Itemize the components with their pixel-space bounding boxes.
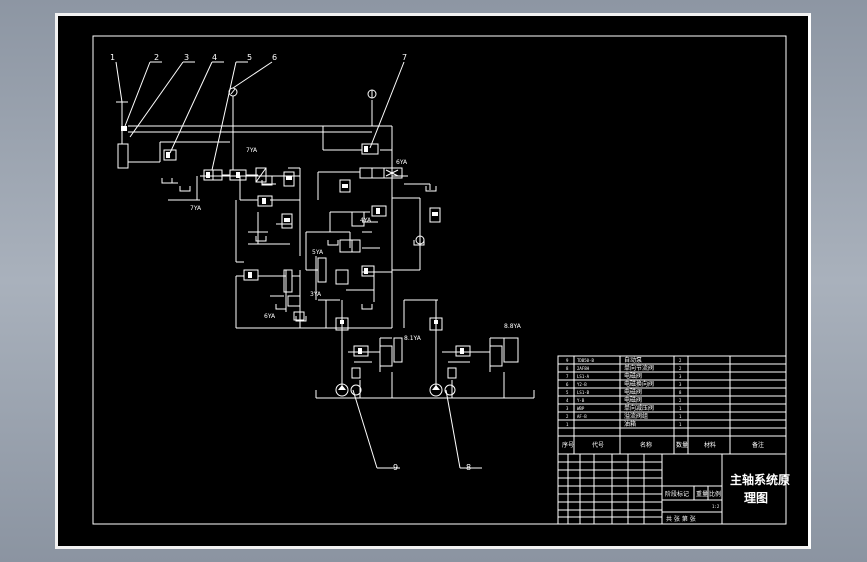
label-8-8ya: 8.8YA [504, 323, 522, 330]
header-qty: 数量 [676, 441, 688, 449]
svg-text:电磁阀: 电磁阀 [624, 372, 642, 380]
parts-row: 9 TDB50-B 自动泵 2 [566, 356, 682, 364]
scale-value: 1:2 [712, 504, 720, 509]
label-6ya-low: 6YA [264, 313, 276, 320]
scale-label: 比例 [709, 490, 721, 498]
svg-text:电磁阀: 电磁阀 [624, 396, 642, 404]
valves [163, 143, 519, 379]
label-7ya-left: 7YA [190, 205, 202, 212]
balloon-3: 3 [184, 53, 189, 62]
parts-row: 5 LS1-B 电磁阀 8 [566, 388, 682, 396]
svg-text:2AF8H: 2AF8H [577, 366, 590, 371]
label-3ya: 3YA [310, 291, 322, 298]
svg-text:6: 6 [566, 382, 569, 387]
svg-text:LS1-A: LS1-A [577, 374, 590, 379]
svg-text:3: 3 [566, 406, 569, 411]
weight-label: 重量 [696, 490, 708, 498]
svg-text:2: 2 [566, 414, 569, 419]
svg-text:5: 5 [566, 390, 569, 395]
balloon-8: 8 [466, 463, 471, 472]
svg-text:Y-B: Y-B [577, 398, 585, 403]
parts-row: 4 Y-B 电磁阀 2 [566, 396, 682, 404]
sheet-info: 共 张 第 张 [666, 515, 696, 523]
leaders [115, 61, 482, 469]
balloon-6: 6 [272, 53, 277, 62]
svg-text:AF-B: AF-B [577, 414, 587, 419]
label-5ya: 5YA [312, 249, 324, 256]
label-8-1ya: 8.1YA [404, 335, 422, 342]
drawing-sheet [55, 13, 811, 549]
parts-list: 9 TDB50-B 自动泵 2 8 2AF8H 单向节流阀 2 7 LS1-A … [562, 356, 764, 449]
parts-row: 3 WBP 单向减压阀 1 [566, 404, 682, 412]
pressure-gauges [228, 87, 425, 245]
svg-text:1: 1 [679, 406, 682, 411]
svg-text:TDB50-B: TDB50-B [577, 358, 594, 363]
svg-text:Y2-B: Y2-B [577, 382, 587, 387]
svg-text:2: 2 [679, 366, 682, 371]
balloon-1: 1 [110, 53, 115, 62]
pumps [335, 383, 456, 397]
svg-text:9: 9 [566, 358, 569, 363]
svg-text:自动泵: 自动泵 [624, 356, 642, 364]
svg-text:2: 2 [679, 398, 682, 403]
balloon-5: 5 [247, 53, 252, 62]
label-4ya: 4YA [360, 217, 372, 224]
parts-row: 6 Y2-B 电磁换向阀 3 [566, 380, 682, 388]
svg-text:3: 3 [679, 374, 682, 379]
stage-mark-label: 阶段标记 [665, 490, 689, 498]
parts-row: 2 AF-B 溢流阀组 1 [566, 412, 682, 420]
valve-labels: 7YA 6YA 4YA 5YA 7YA 3YA 6YA 8.1YA 8.8YA [190, 147, 522, 342]
balloon-4: 4 [212, 53, 217, 62]
drawing-title-line2: 理图 [744, 491, 768, 505]
balloon-2: 2 [154, 53, 159, 62]
header-name: 名称 [640, 441, 652, 449]
title-block [557, 355, 787, 525]
header-code: 代号 [592, 441, 604, 449]
svg-text:溢流阀组: 溢流阀组 [624, 412, 648, 420]
svg-text:电磁阀: 电磁阀 [624, 388, 642, 396]
balloon-7: 7 [402, 53, 407, 62]
svg-text:8: 8 [566, 366, 569, 371]
tank-symbols [161, 178, 437, 322]
header-index: 序号 [562, 441, 574, 449]
label-7ya-top: 7YA [246, 147, 258, 154]
parts-row: 8 2AF8H 单向节流阀 2 [566, 364, 682, 372]
balloon-9: 9 [393, 463, 398, 472]
parts-row: 1 油箱 1 [566, 420, 682, 428]
svg-text:电磁换向阀: 电磁换向阀 [624, 380, 654, 388]
svg-text:2: 2 [679, 358, 682, 363]
header-material: 材料 [704, 441, 716, 449]
parts-row: 7 LS1-A 电磁阀 3 [566, 372, 682, 380]
svg-text:1: 1 [679, 422, 682, 427]
piping [116, 96, 535, 399]
svg-text:1: 1 [566, 422, 569, 427]
svg-text:LS1-B: LS1-B [577, 390, 590, 395]
label-6ya: 6YA [396, 159, 408, 166]
svg-text:4: 4 [566, 398, 569, 403]
header-remark: 备注 [752, 441, 764, 449]
svg-text:1: 1 [679, 414, 682, 419]
drawing-title-line1: 主轴系统原 [730, 472, 790, 487]
svg-text:单向节流阀: 单向节流阀 [624, 364, 654, 372]
inner-frame [92, 35, 787, 525]
svg-text:7: 7 [566, 374, 569, 379]
svg-text:油箱: 油箱 [624, 420, 636, 428]
svg-text:8: 8 [679, 390, 682, 395]
svg-text:3: 3 [679, 382, 682, 387]
svg-text:单向减压阀: 单向减压阀 [624, 404, 654, 412]
svg-text:WBP: WBP [577, 406, 585, 411]
